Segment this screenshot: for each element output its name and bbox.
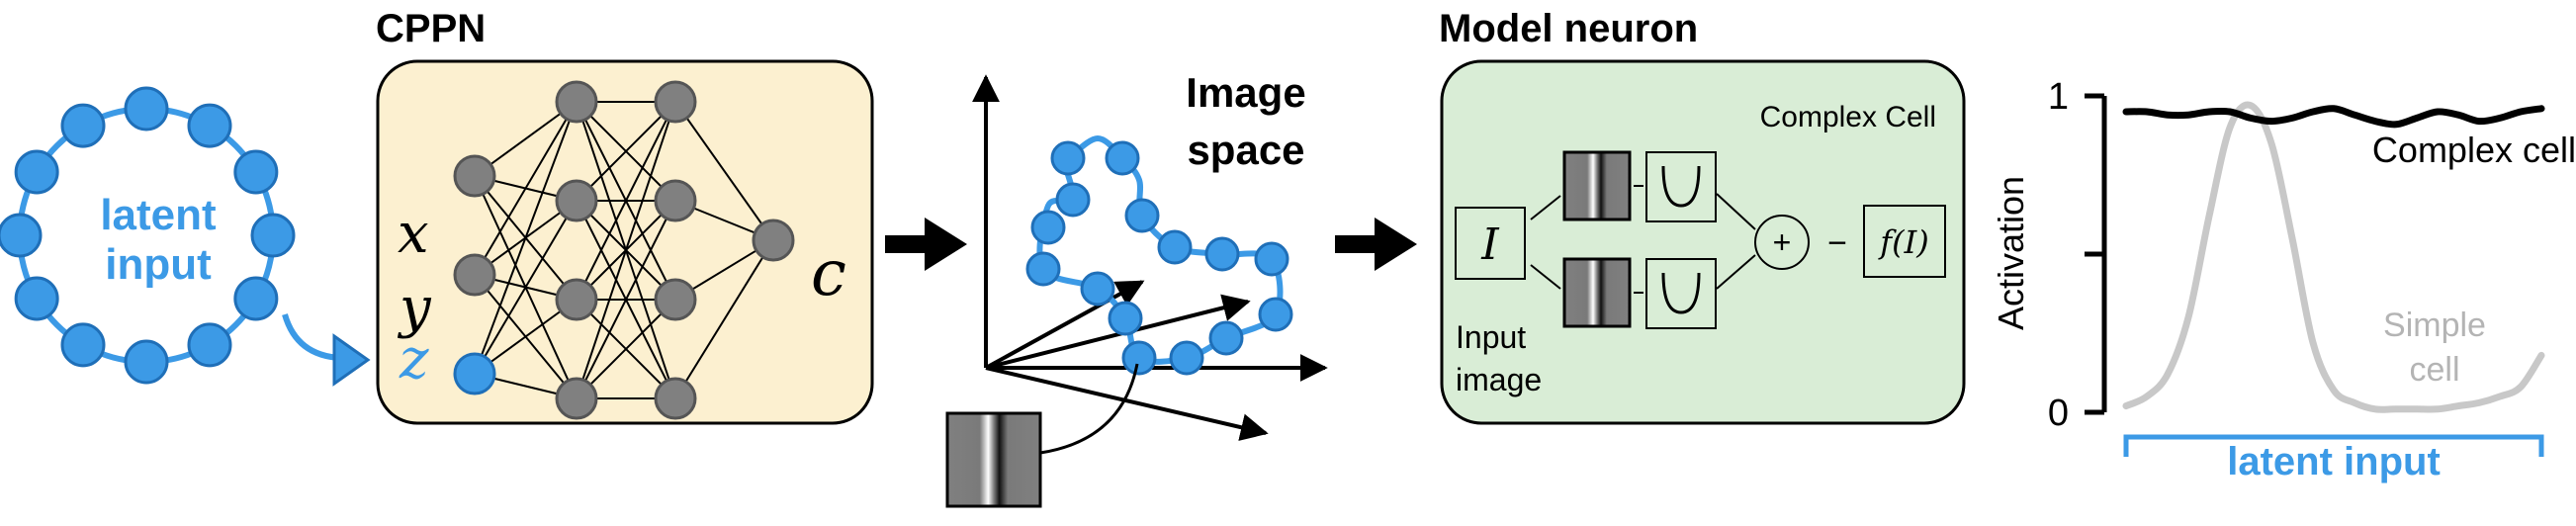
latent-node [14, 276, 59, 321]
latent-node [60, 103, 106, 148]
cppn-node [555, 278, 598, 321]
axis-diag-1 [985, 280, 1145, 370]
cppn-input-z: z [399, 327, 429, 392]
cppn-edge [576, 101, 676, 301]
gabor-thumbnail [945, 411, 1042, 508]
cppn-edge [674, 101, 774, 241]
image-space-node [1124, 198, 1160, 233]
latent-label-line2: input [105, 240, 212, 289]
latent-node [187, 322, 232, 368]
complex-cell-curve [2122, 105, 2545, 129]
cppn-node [555, 179, 598, 222]
cppn-node [453, 154, 496, 198]
input-label-line1: Input [1456, 319, 1526, 355]
image-space-node [1254, 241, 1289, 277]
cppn-node [555, 80, 598, 124]
image-space-node [1258, 297, 1293, 332]
latent-node [60, 322, 106, 368]
cppn-node [654, 377, 697, 420]
minus-connector: − [1827, 224, 1847, 262]
image-space-node [1121, 340, 1157, 376]
activation-xlabel: latent input [2227, 440, 2441, 483]
latent-node [124, 86, 169, 132]
latent-node [0, 213, 43, 258]
cppn-input-y: y [397, 276, 432, 340]
latent-nodes [0, 86, 296, 385]
cppn-edge [576, 299, 676, 399]
filter-thumbnail-2 [1562, 257, 1632, 328]
cppn-node [654, 80, 697, 124]
cppn-box [376, 59, 874, 425]
latent-node [14, 149, 59, 195]
output-box: f(I) [1863, 205, 1946, 278]
cppn-edge [474, 200, 577, 375]
image-space-title-line2: space [1187, 127, 1304, 173]
image-to-neuron-arrow [1335, 218, 1417, 271]
simple-cell-curve [2122, 101, 2545, 413]
axis-diag-2 [985, 294, 1251, 370]
cppn-nodes [453, 80, 795, 420]
cppn-edge [576, 101, 676, 202]
cppn-node [453, 253, 496, 297]
cppn-edge [674, 239, 774, 399]
image-space-node [1169, 340, 1204, 376]
cppn-to-image-arrow [885, 218, 967, 271]
latent-node [233, 149, 279, 195]
cppn-node [654, 179, 697, 222]
gabor-pointer [1039, 363, 1139, 455]
complex-cell-label: Complex Cell [1760, 101, 1936, 133]
image-space-title-line1: Image [1186, 69, 1305, 116]
input-symbol: I [1480, 219, 1500, 270]
cppn-node [752, 219, 795, 262]
image-space: Image space [945, 69, 1328, 508]
cppn-node [654, 278, 697, 321]
image-space-node [1204, 236, 1240, 272]
sum-symbol: + [1773, 224, 1792, 260]
simple-cell-legend-line1: Simple [2383, 307, 2486, 344]
model-neuron-title: Model neuron [1439, 7, 1698, 50]
image-space-node [1030, 210, 1066, 245]
square-nonlinearity-2 [1645, 258, 1717, 329]
image-space-node [1105, 140, 1140, 176]
square-nonlinearity-1 [1645, 151, 1717, 222]
latent-label-line1: latent [100, 191, 217, 239]
simple-cell-legend-line2: cell [2409, 351, 2459, 389]
cppn-edge [576, 101, 676, 399]
image-space-nodes [1025, 140, 1293, 376]
image-space-node [1208, 320, 1244, 356]
complex-cell-legend: Complex cell [2372, 130, 2576, 170]
input-label-line2: image [1456, 362, 1542, 397]
cppn-input-x: x [398, 202, 429, 266]
image-space-node [1055, 182, 1091, 218]
cppn-title: CPPN [376, 7, 486, 50]
cppn-edge [474, 101, 577, 375]
output-symbol: f(I) [1878, 223, 1928, 261]
latent-input-ring: latent input [0, 86, 296, 385]
cppn-node [555, 377, 598, 420]
image-space-node [1050, 140, 1086, 176]
activation-ylabel: Activation [1991, 176, 2031, 330]
cppn-edge [474, 101, 577, 276]
image-space-node [1080, 271, 1115, 307]
latent-node [250, 213, 296, 258]
cppn-edge [576, 200, 676, 399]
latent-node [124, 339, 169, 385]
activation-plot: Activation 0 1 Complex cell Simple cell … [1991, 76, 2576, 483]
image-space-node [1157, 229, 1193, 265]
neuron-connectors [1530, 185, 1756, 294]
latent-node [187, 103, 232, 148]
filter-thumbnail-1 [1562, 150, 1632, 221]
latent-to-cppn-arrow [282, 313, 371, 387]
cppn-node-z [453, 352, 496, 395]
image-space-node [1108, 301, 1143, 336]
sum-node: + [1754, 215, 1810, 270]
cppn-output-c: c [811, 237, 846, 310]
y-tick-label-0: 0 [2048, 393, 2069, 434]
input-image-box: I [1455, 207, 1526, 280]
image-space-node [1025, 251, 1061, 287]
latent-input-bracket [2123, 434, 2544, 457]
y-tick-label-1: 1 [2048, 76, 2069, 118]
latent-node [233, 276, 279, 321]
